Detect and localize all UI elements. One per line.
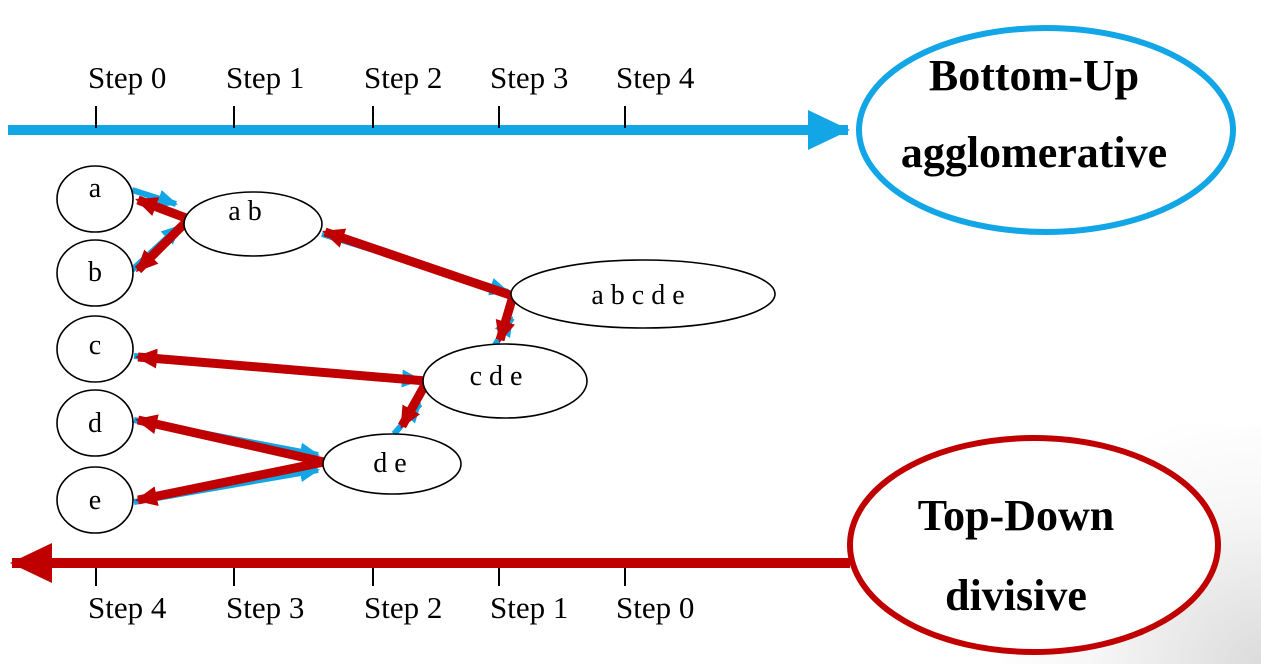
bottom-up-banner: Bottom-Up agglomerative — [856, 25, 1236, 235]
bottom-step-label: Step 0 — [616, 590, 694, 625]
node-ab: a b — [183, 191, 323, 257]
node-abcde-ellipse — [510, 259, 776, 329]
node-b-ellipse — [56, 239, 134, 307]
node-a: a — [56, 165, 134, 233]
top-down-axis: Step 4 Step 3 Step 2 Step 1 Step 0 — [10, 543, 850, 625]
split-arrow-ab-a — [135, 195, 188, 223]
bottom-step-label: Step 3 — [226, 590, 304, 625]
top-down-banner: Top-Down divisive — [847, 435, 1221, 655]
split-arrow-de-e — [135, 457, 325, 506]
node-cde: c d e — [422, 343, 588, 419]
node-b: b — [56, 239, 134, 307]
node-c: c — [56, 315, 134, 383]
split-arrow-abcde-cde — [495, 294, 518, 343]
split-arrows — [134, 195, 518, 506]
agglomerative-subtitle: agglomerative — [901, 128, 1167, 177]
nodes: a b c d e a b a b c d e c d e — [56, 165, 776, 534]
divisive-subtitle: divisive — [945, 571, 1087, 620]
node-b-label: b — [88, 257, 102, 288]
top-step-label: Step 3 — [490, 60, 568, 95]
top-down-banner-ellipse — [847, 435, 1221, 655]
node-abcde-label: a b c d e — [591, 280, 684, 311]
top-step-label: Step 1 — [226, 60, 304, 95]
split-arrow-de-d — [135, 414, 325, 467]
top-down-title: Top-Down — [918, 491, 1114, 540]
node-de-label: d e — [373, 448, 406, 479]
bottom-step-label: Step 2 — [364, 590, 442, 625]
node-d: d — [56, 389, 134, 457]
bottom-step-label: Step 1 — [490, 590, 568, 625]
node-c-label: c — [89, 330, 101, 361]
node-ab-label: a b — [228, 196, 261, 227]
node-e-label: e — [89, 485, 101, 516]
split-arrow-ab-b — [134, 218, 190, 274]
top-step-label: Step 2 — [364, 60, 442, 95]
bottom-up-axis: Step 0 Step 1 Step 2 Step 3 Step 4 — [8, 60, 850, 150]
node-a-ellipse — [56, 165, 134, 233]
split-arrow-abcde-ab — [322, 227, 515, 301]
node-de: d e — [322, 433, 462, 495]
node-c-ellipse — [56, 315, 134, 383]
top-step-label: Step 4 — [616, 60, 695, 95]
node-abcde: a b c d e — [510, 259, 776, 329]
node-de-ellipse — [322, 433, 462, 495]
split-arrow-cde-de — [398, 380, 430, 429]
top-step-label: Step 0 — [88, 60, 166, 95]
node-cde-label: c d e — [470, 361, 523, 392]
split-arrow-cde-c — [135, 348, 427, 386]
merge-arrow-a-ab — [131, 187, 178, 208]
node-e: e — [56, 466, 134, 534]
bottom-up-banner-ellipse — [856, 25, 1236, 235]
node-d-ellipse — [56, 389, 134, 457]
node-ab-ellipse — [183, 191, 323, 257]
node-d-label: d — [88, 408, 102, 439]
bottom-up-title: Bottom-Up — [929, 51, 1139, 100]
bottom-step-label: Step 4 — [88, 590, 167, 625]
node-a-label: a — [89, 173, 102, 204]
node-e-ellipse — [56, 466, 134, 534]
node-cde-ellipse — [422, 343, 588, 419]
